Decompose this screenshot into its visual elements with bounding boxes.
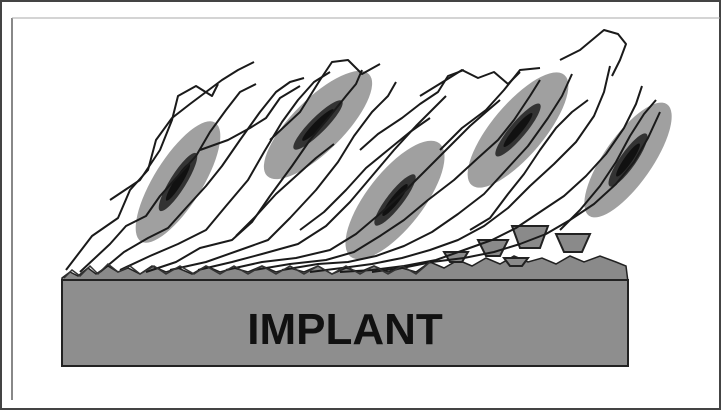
implant-label: IMPLANT [247, 305, 443, 354]
